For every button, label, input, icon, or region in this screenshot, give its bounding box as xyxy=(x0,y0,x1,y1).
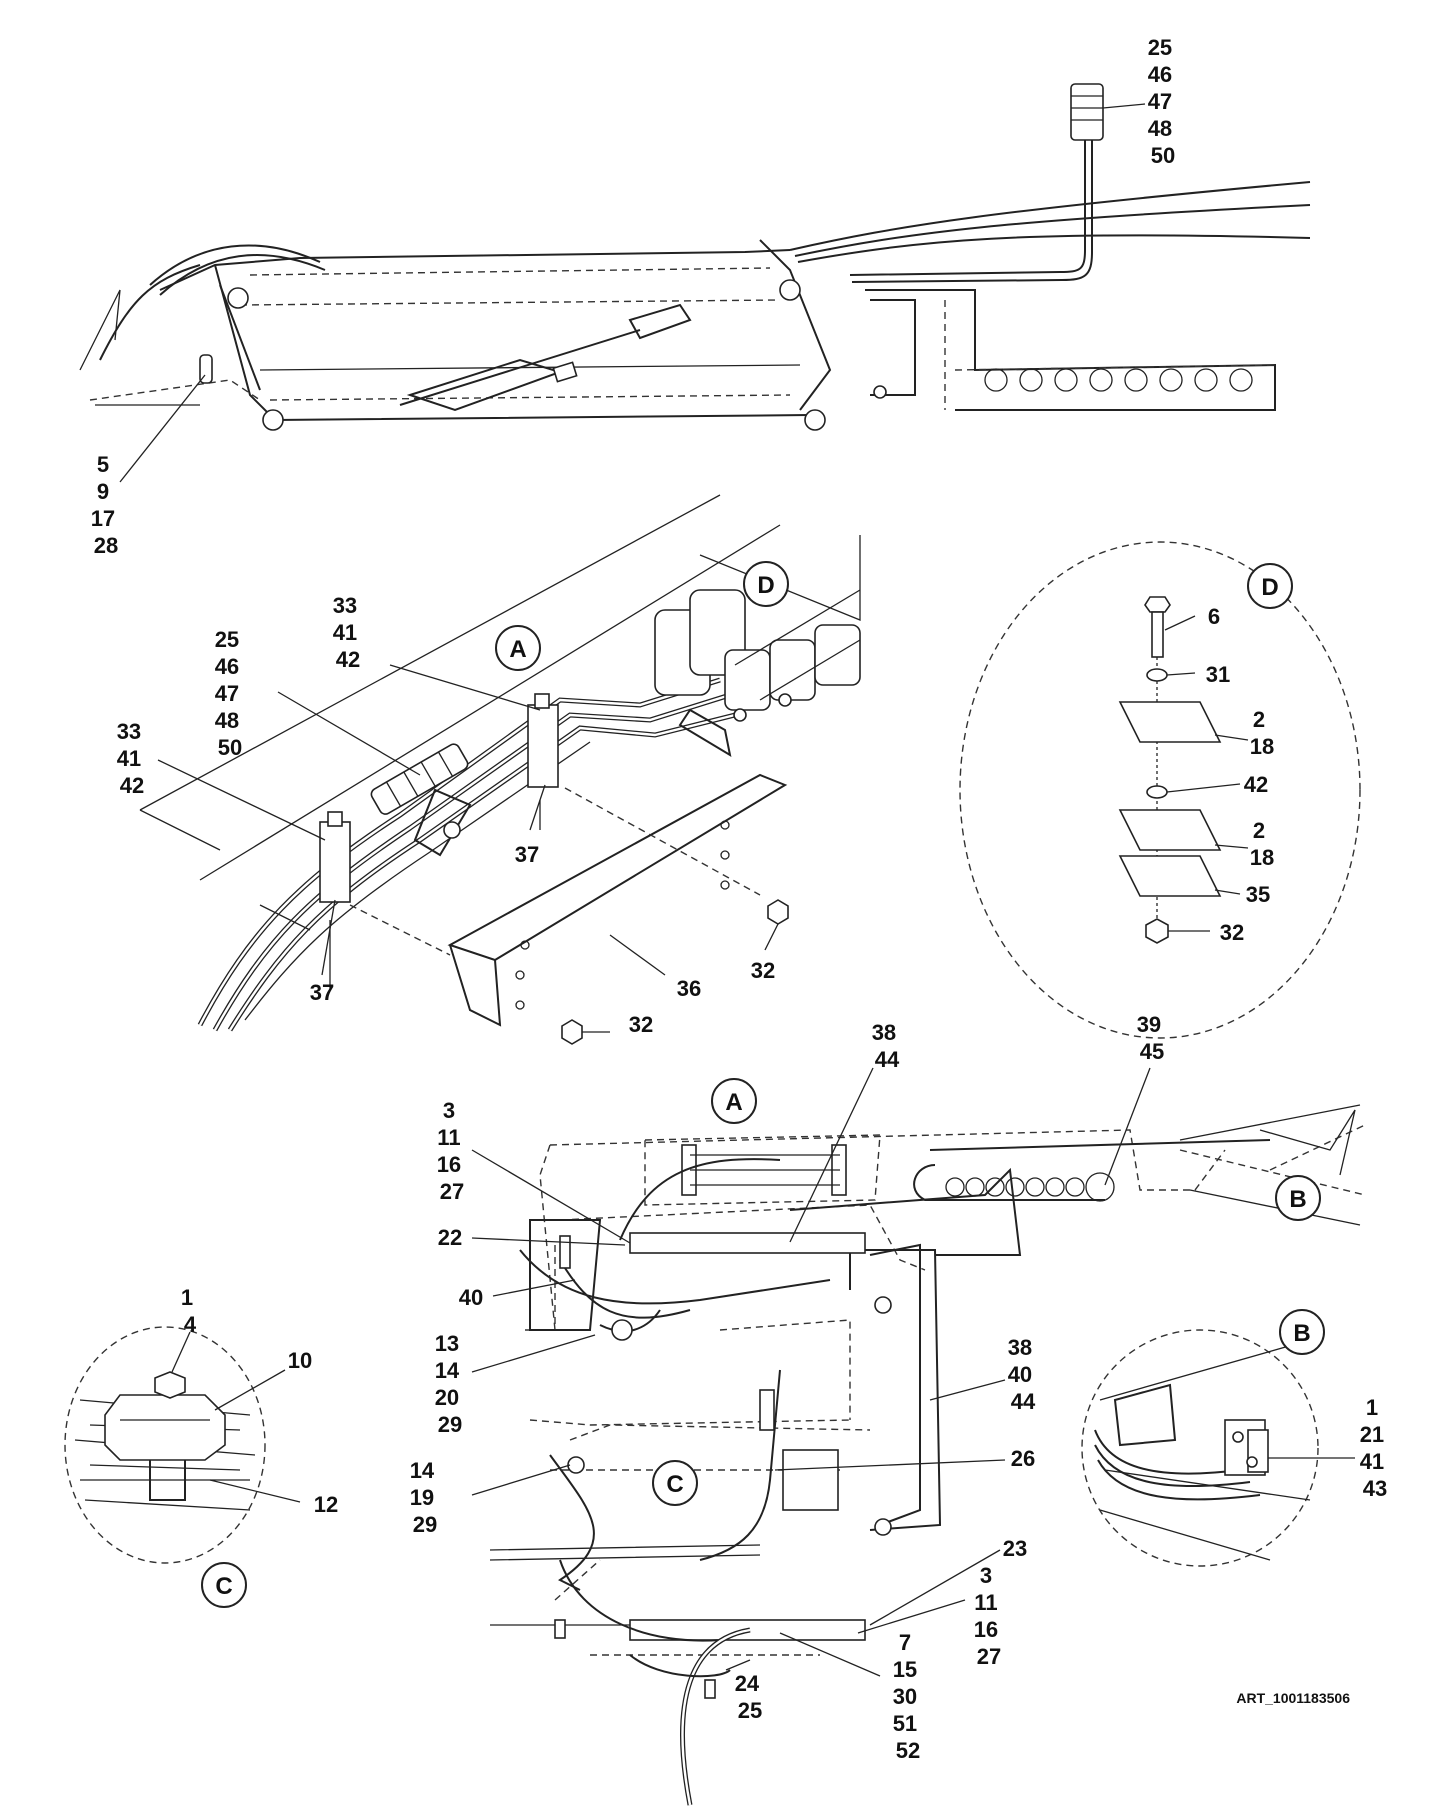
leader-top-connector xyxy=(1102,103,1146,109)
bubble-c-bottom: C xyxy=(652,1460,698,1506)
leader-b-connector-26 xyxy=(774,1459,1006,1471)
callout-b-left-sensor: 14 19 29 xyxy=(410,1458,441,1537)
leader-a-bracket-left xyxy=(321,899,336,976)
leader-d-plate3 xyxy=(1214,889,1241,895)
callout-a-left-clamp: 33 41 42 xyxy=(117,719,148,798)
callout-b-detail: 1 21 41 43 xyxy=(1360,1395,1391,1501)
callout-b-track: 38 44 xyxy=(872,1020,903,1072)
svg-text:C: C xyxy=(666,1471,683,1498)
callout-c-12: 12 xyxy=(314,1492,338,1517)
callout-a-bracket-left: 37 xyxy=(310,980,334,1005)
leader-d-washer xyxy=(1166,672,1196,676)
svg-text:A: A xyxy=(509,636,526,663)
leader-b-sensor xyxy=(471,1334,596,1373)
callout-b-chain: 39 45 xyxy=(1137,1012,1168,1064)
bubble-c-detail: C xyxy=(201,1562,247,1608)
svg-text:A: A xyxy=(725,1089,742,1116)
leader-d-plate2 xyxy=(1214,844,1249,849)
cable-chain-a xyxy=(654,589,861,722)
bubble-d-detail: D xyxy=(1247,563,1293,609)
leader-c-10 xyxy=(214,1369,286,1411)
svg-text:C: C xyxy=(215,1573,232,1600)
view-a-hose-routing: A D 33 41 42 25 46 47 48 50 33 41 4 xyxy=(117,494,861,1045)
callout-a-bracket-right: 37 xyxy=(515,842,539,867)
callout-b-harness-22: 22 xyxy=(438,1225,462,1250)
svg-text:B: B xyxy=(1289,1186,1306,1213)
callout-b-tie-23: 23 xyxy=(1003,1536,1027,1561)
bubble-b-bottom: B xyxy=(1275,1175,1321,1221)
leader-top-clamp xyxy=(119,374,206,483)
bubble-d-top: D xyxy=(743,561,789,607)
detail-d-fastener-stack: D 6 31 2 18 42 2 18 35 32 xyxy=(959,541,1361,1039)
art-id: ART_1001183506 xyxy=(1236,1690,1350,1706)
callout-d-spacer: 42 xyxy=(1244,772,1268,797)
bubble-a-bottom: A xyxy=(711,1078,757,1124)
leader-a-nut-right xyxy=(764,923,779,951)
bubble-a-top: A xyxy=(495,625,541,671)
harness-routing-view: A B C 38 44 39 45 3 xyxy=(410,1012,1366,1806)
callout-top-clamp: 5 9 17 28 xyxy=(91,452,122,558)
callout-c-top: 1 4 xyxy=(181,1285,199,1337)
leader-b-harness-40 xyxy=(492,1279,576,1297)
callout-d-nut: 32 xyxy=(1220,920,1244,945)
leader-b-tie-upper xyxy=(471,1149,631,1244)
callout-d-plate3: 35 xyxy=(1246,882,1270,907)
svg-text:D: D xyxy=(1261,574,1278,601)
callout-d-washer: 31 xyxy=(1206,662,1230,687)
callout-b-harness-40: 40 xyxy=(459,1285,483,1310)
leader-d-bolt xyxy=(1164,615,1196,631)
leader-b-left-sensor xyxy=(471,1464,571,1496)
callout-d-plate2: 2 18 xyxy=(1250,818,1274,870)
callout-b-tie-upper: 3 11 16 27 xyxy=(437,1098,468,1204)
callout-d-bolt: 6 xyxy=(1208,604,1220,629)
callout-b-right-harness: 38 40 44 xyxy=(1008,1335,1039,1414)
leader-b-tie-lower xyxy=(857,1599,966,1634)
callout-a-nut-bottom: 32 xyxy=(629,1012,653,1037)
callout-c-10: 10 xyxy=(288,1348,312,1373)
callout-a-cover: 36 xyxy=(677,976,701,1001)
leader-a-cover xyxy=(609,934,666,976)
callout-b-lower-group: 7 15 30 51 52 xyxy=(893,1630,924,1763)
leader-d-spacer xyxy=(1166,783,1241,793)
leader-a-left-clamp xyxy=(157,759,326,841)
leader-a-mid-clamp xyxy=(389,664,541,711)
leader-b-connector-bottom xyxy=(725,1659,751,1671)
leader-a-bracket-right xyxy=(529,784,546,831)
leader-b-right-harness xyxy=(929,1379,1006,1401)
callout-top-connector: 25 46 47 48 50 xyxy=(1148,35,1179,168)
leader-d-plate1 xyxy=(1214,734,1249,741)
leader-b-chain xyxy=(1104,1067,1151,1186)
bubble-b-detail: B xyxy=(1279,1309,1325,1355)
cable-chain-b xyxy=(913,1109,1356,1202)
callout-b-tie-lower: 3 11 16 27 xyxy=(974,1563,1005,1669)
leader-b-tie-23 xyxy=(869,1549,1001,1626)
callout-b-connector-bottom: 24 25 xyxy=(735,1671,766,1723)
callout-d-plate1: 2 18 xyxy=(1250,707,1274,759)
svg-text:B: B xyxy=(1293,1320,1310,1347)
detail-b-clamp: B 1 21 41 43 xyxy=(1081,1309,1391,1567)
callout-a-connector: 25 46 47 48 50 xyxy=(215,627,246,760)
detail-c-clamp: 1 4 10 12 C xyxy=(64,1285,338,1608)
leader-b-lower-group xyxy=(779,1632,881,1677)
callout-b-sensor: 13 14 20 29 xyxy=(435,1331,466,1437)
boom-assembly-view: 25 46 47 48 50 5 9 17 28 xyxy=(79,35,1311,558)
leader-b-harness-22 xyxy=(471,1237,626,1246)
callout-a-mid-clamp: 33 41 42 xyxy=(333,593,364,672)
svg-text:D: D xyxy=(757,572,774,599)
leader-c-12 xyxy=(209,1479,301,1503)
leader-b-track xyxy=(789,1067,874,1243)
leader-a-connector xyxy=(277,691,421,776)
callout-a-nut-right: 32 xyxy=(751,958,775,983)
leader-c-top xyxy=(171,1331,191,1373)
callout-b-connector-26: 26 xyxy=(1011,1446,1035,1471)
